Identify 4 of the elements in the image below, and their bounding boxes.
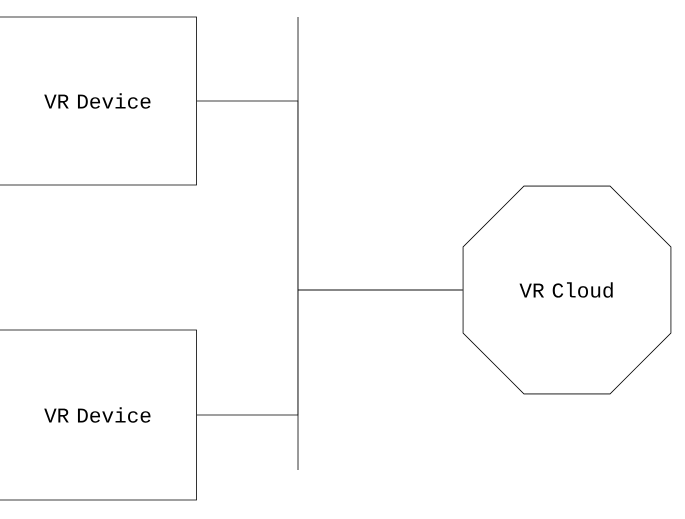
- device-box: VR Device: [0, 16, 197, 186]
- device-box: VR Device: [0, 330, 197, 500]
- connector-line: [196, 290, 464, 416]
- cloud-octagon: VR Cloud: [462, 186, 672, 394]
